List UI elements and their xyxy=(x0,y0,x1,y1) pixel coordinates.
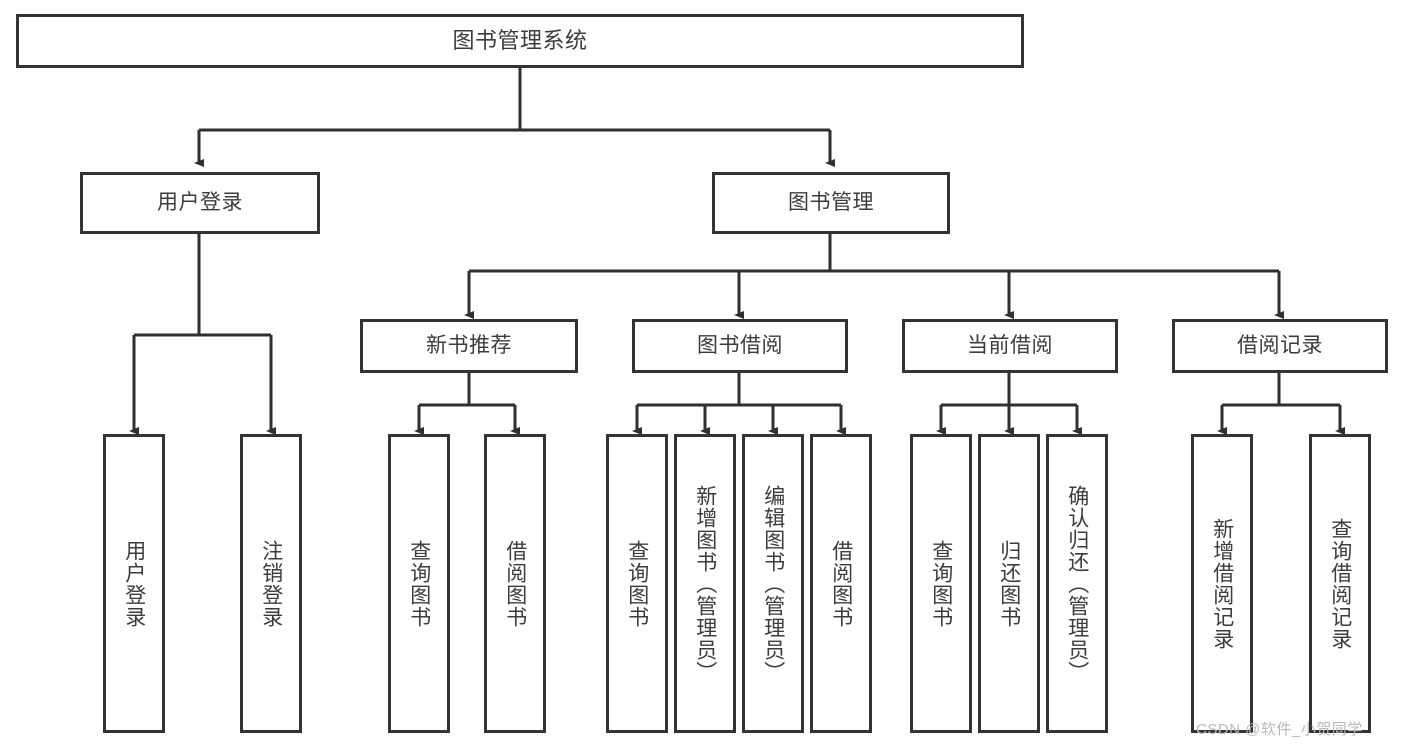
node-leaf-user-login-label: 用户登录 xyxy=(122,539,146,628)
node-new-book-recommend-label: 新书推荐 xyxy=(426,333,512,357)
node-current-borrow-label: 当前借阅 xyxy=(967,333,1053,357)
node-leaf-query-book-2-label: 查询图书 xyxy=(625,539,649,628)
node-leaf-query-record[interactable]: 查询借阅记录 xyxy=(1309,434,1371,733)
node-leaf-return-book[interactable]: 归还图书 xyxy=(978,434,1040,733)
node-leaf-borrow-book-1-label: 借阅图书 xyxy=(503,539,527,628)
node-leaf-confirm-return-label: 确认归还（管理员） xyxy=(1065,484,1089,683)
node-new-book-recommend[interactable]: 新书推荐 xyxy=(360,319,578,373)
node-leaf-add-record[interactable]: 新增借阅记录 xyxy=(1191,434,1253,733)
node-leaf-query-book-3[interactable]: 查询图书 xyxy=(910,434,972,733)
node-leaf-query-book-2[interactable]: 查询图书 xyxy=(606,434,668,733)
node-leaf-query-book-1[interactable]: 查询图书 xyxy=(388,434,450,733)
node-user-login-label: 用户登录 xyxy=(157,190,243,214)
node-leaf-query-book-1-label: 查询图书 xyxy=(407,539,431,628)
node-leaf-borrow-book-2-label: 借阅图书 xyxy=(829,539,853,628)
node-leaf-borrow-book-2[interactable]: 借阅图书 xyxy=(810,434,872,733)
csdn-watermark: CSDN @软件_小贺同学 xyxy=(1196,721,1363,738)
node-leaf-edit-book[interactable]: 编辑图书（管理员） xyxy=(742,434,804,733)
node-user-login[interactable]: 用户登录 xyxy=(80,172,320,234)
node-leaf-edit-book-label: 编辑图书（管理员） xyxy=(761,484,785,683)
node-book-borrow[interactable]: 图书借阅 xyxy=(632,319,848,373)
node-leaf-query-book-3-label: 查询图书 xyxy=(929,539,953,628)
node-root[interactable]: 图书管理系统 xyxy=(16,14,1024,68)
node-leaf-logout[interactable]: 注销登录 xyxy=(240,434,302,733)
node-book-management-label: 图书管理 xyxy=(788,190,874,214)
node-leaf-add-book[interactable]: 新增图书（管理员） xyxy=(674,434,736,733)
node-book-borrow-label: 图书借阅 xyxy=(697,333,783,357)
node-book-management[interactable]: 图书管理 xyxy=(712,172,950,234)
node-leaf-user-login[interactable]: 用户登录 xyxy=(103,434,165,733)
node-leaf-query-record-label: 查询借阅记录 xyxy=(1328,517,1352,650)
node-current-borrow[interactable]: 当前借阅 xyxy=(902,319,1118,373)
node-leaf-add-book-label: 新增图书（管理员） xyxy=(693,484,717,683)
node-leaf-confirm-return[interactable]: 确认归还（管理员） xyxy=(1046,434,1108,733)
node-borrow-record-label: 借阅记录 xyxy=(1237,333,1323,357)
node-leaf-add-record-label: 新增借阅记录 xyxy=(1210,517,1234,650)
node-leaf-borrow-book-1[interactable]: 借阅图书 xyxy=(484,434,546,733)
node-leaf-logout-label: 注销登录 xyxy=(259,539,283,628)
node-borrow-record[interactable]: 借阅记录 xyxy=(1172,319,1388,373)
node-root-label: 图书管理系统 xyxy=(452,28,588,54)
node-leaf-return-book-label: 归还图书 xyxy=(997,539,1021,628)
